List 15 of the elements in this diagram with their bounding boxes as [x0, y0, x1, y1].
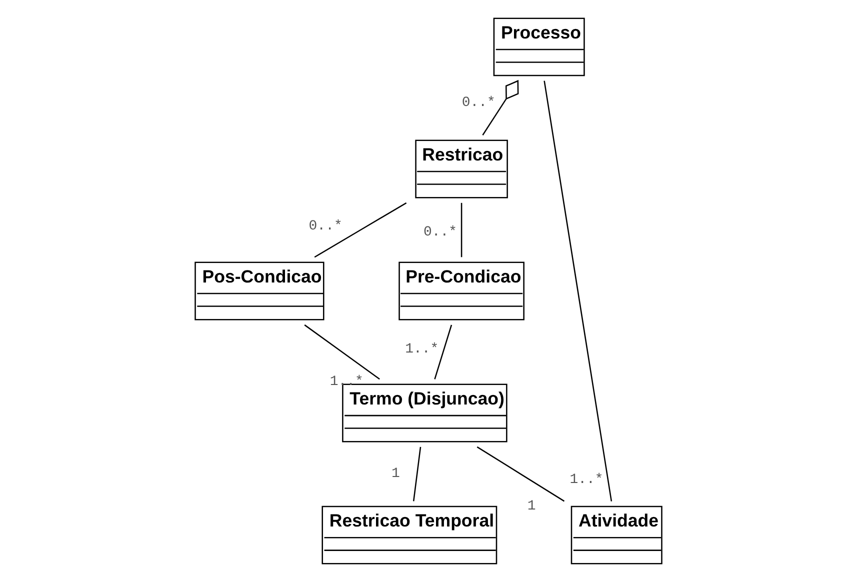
- connector: [543, 80, 612, 502]
- connector: [460, 202, 462, 258]
- edge-label: 0..*: [423, 224, 457, 240]
- connector: [476, 446, 564, 502]
- connector: [434, 324, 452, 380]
- connector: [304, 324, 380, 380]
- edge-label: 0..*: [308, 218, 342, 235]
- edge-label: 1..*: [404, 341, 438, 358]
- edge-label: 1: [391, 466, 400, 482]
- edge-label: 0..*: [461, 94, 495, 111]
- edge-label: 1: [526, 498, 536, 514]
- connector: [314, 202, 406, 258]
- connector: [412, 446, 421, 502]
- connector: [482, 80, 518, 136]
- edge-label: 1..*: [569, 472, 603, 488]
